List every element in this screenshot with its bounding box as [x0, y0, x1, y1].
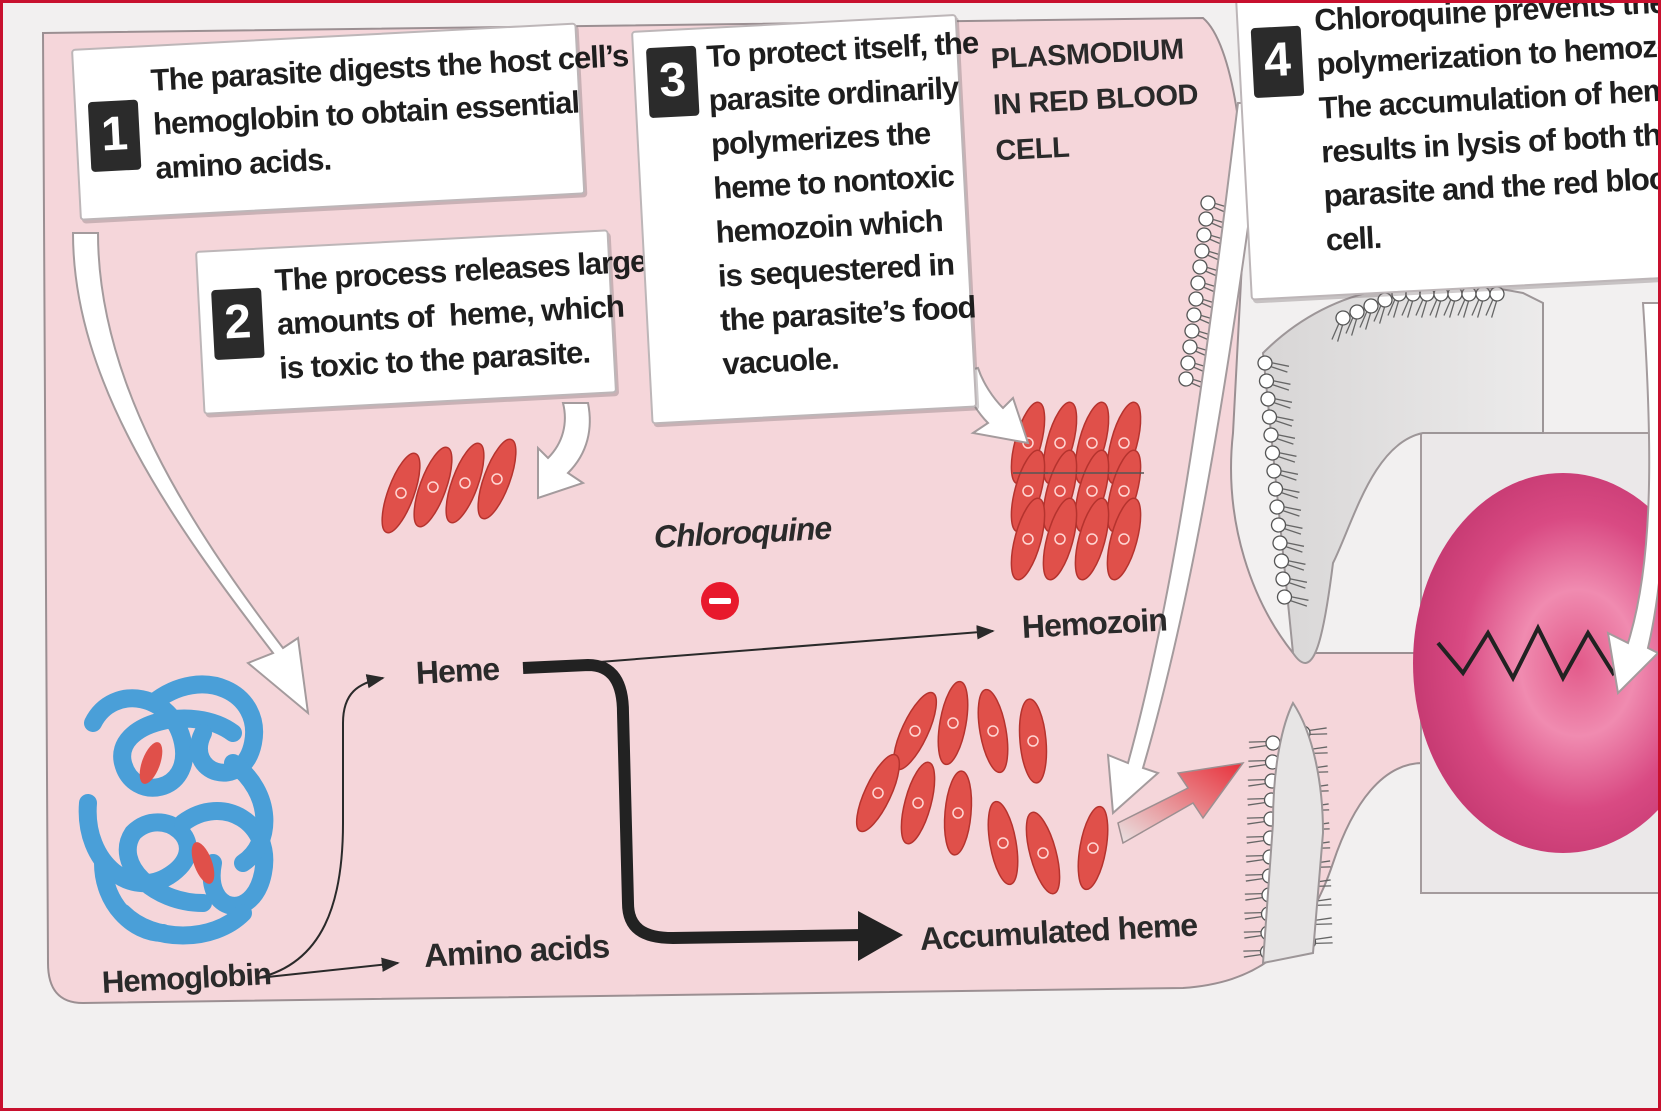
diagram-title: PLASMODIUM IN RED BLOOD CELL [990, 26, 1207, 175]
callout-step-2: 2 The process releases large amounts of … [195, 229, 617, 414]
label-hemozoin: Hemozoin [1021, 601, 1168, 646]
step-text-4: Chloroquine prevents the polymerization … [1313, 0, 1661, 263]
callout-step-4: 4 Chloroquine prevents the polymerizatio… [1235, 0, 1661, 301]
callout-step-3: 3 To protect itself, the parasite ordina… [631, 14, 977, 425]
label-heme: Heme [415, 651, 500, 692]
step-number-3: 3 [646, 46, 700, 119]
minus-sign-icon [701, 582, 739, 620]
step-text-1: The parasite digests the host cell’s hem… [150, 34, 634, 191]
step-text-3: To protect itself, the parasite ordinari… [705, 21, 995, 387]
step-number-1: 1 [88, 100, 142, 173]
step-number-2: 2 [211, 288, 265, 361]
step-text-2: The process releases large amounts of he… [274, 239, 652, 390]
step-number-4: 4 [1251, 26, 1305, 99]
callout-step-1: 1 The parasite digests the host cell’s h… [71, 23, 585, 221]
